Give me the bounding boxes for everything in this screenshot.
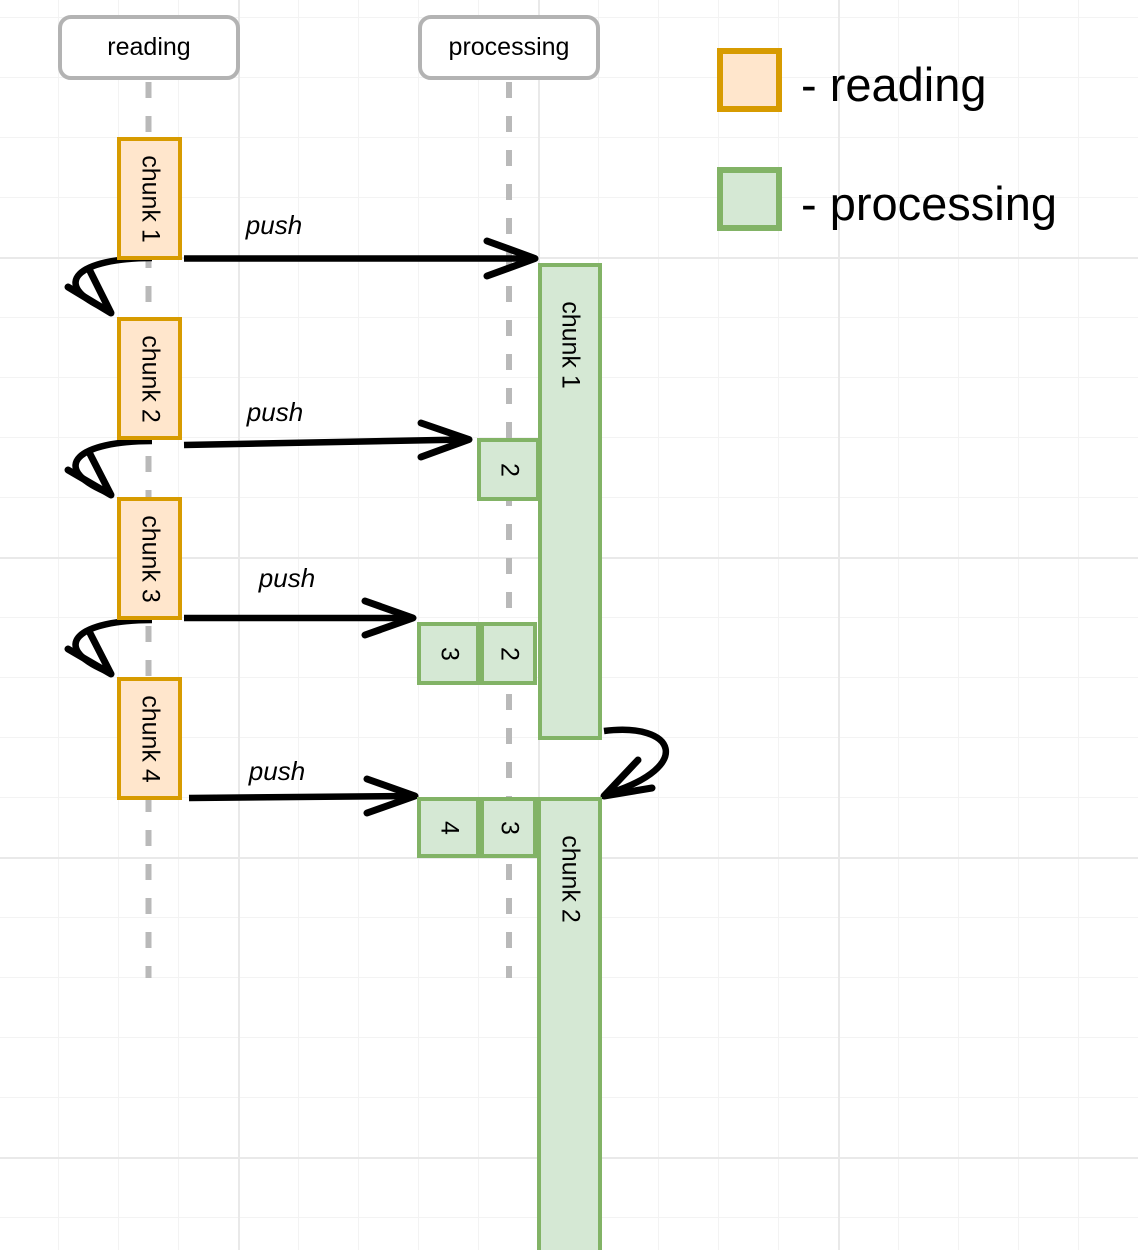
push-arrow-1-head [483,237,539,280]
reading-chunk-1: chunk 1 [117,137,182,260]
push-arrow-1 [184,237,539,280]
legend-reading-label: - reading [801,58,987,111]
push-label-4: push [248,756,306,786]
processing-chunk-1: chunk 1 [538,263,602,740]
lane-header-processing: processing [418,15,600,80]
push-arrow-2-head [417,419,473,461]
lane-header-processing-label: processing [448,33,570,61]
queue-cell-3: 2 [480,622,537,685]
push-label-2: push [246,397,304,427]
queue-cell-5: 3 [480,797,537,858]
push-arrow-2 [183,419,473,461]
push-arrow-3-head [361,597,417,639]
reading-chunk-2-label: chunk 2 [136,334,164,423]
push-arrow-4-line [188,792,413,802]
reading-chunk-4: chunk 4 [117,677,182,800]
queue-cell-1: 2 [477,438,540,501]
processing-chunk-2: chunk 2 [537,797,602,1250]
push-label-1: push [245,210,303,240]
queue-cell-3-label: 2 [495,646,523,661]
push-arrow-4-head [363,775,419,817]
lane-header-reading-label: reading [107,33,191,61]
push-label-3: push [258,563,316,593]
loop-arrow-processing-line [603,726,670,797]
push-arrow-4 [188,775,419,817]
push-arrow-2-line [183,436,467,449]
queue-cell-2-label: 3 [435,646,463,661]
loop-arrow-reading-2 [64,437,153,499]
legend-reading-swatch [717,48,782,112]
loop-arrow-reading-1-head [64,267,115,317]
processing-chunk-1-label: chunk 1 [556,301,585,389]
queue-cell-2: 3 [417,622,480,685]
reading-chunk-1-label: chunk 1 [136,154,164,243]
loop-arrow-processing-head [600,756,656,800]
queue-cell-1-label: 2 [495,462,523,477]
legend-processing-swatch [717,167,782,231]
loop-arrow-reading-1 [64,254,153,317]
loop-arrow-reading-3-head [64,629,115,678]
reading-chunk-3-label: chunk 3 [136,514,164,603]
queue-cell-4: 4 [417,797,480,858]
queue-cell-5-label: 3 [495,820,523,835]
lane-header-reading: reading [58,15,240,80]
loop-arrow-reading-3 [64,616,153,678]
queue-cell-4-label: 4 [435,820,463,835]
reading-chunk-3: chunk 3 [117,497,182,620]
reading-chunk-4-label: chunk 4 [136,694,164,783]
push-arrow-3 [184,597,417,639]
reading-chunk-2: chunk 2 [117,317,182,440]
loop-arrow-processing [600,726,670,800]
legend-processing-label: - processing [801,177,1057,230]
loop-arrow-reading-2-head [64,450,115,499]
processing-chunk-2-label: chunk 2 [556,835,584,923]
